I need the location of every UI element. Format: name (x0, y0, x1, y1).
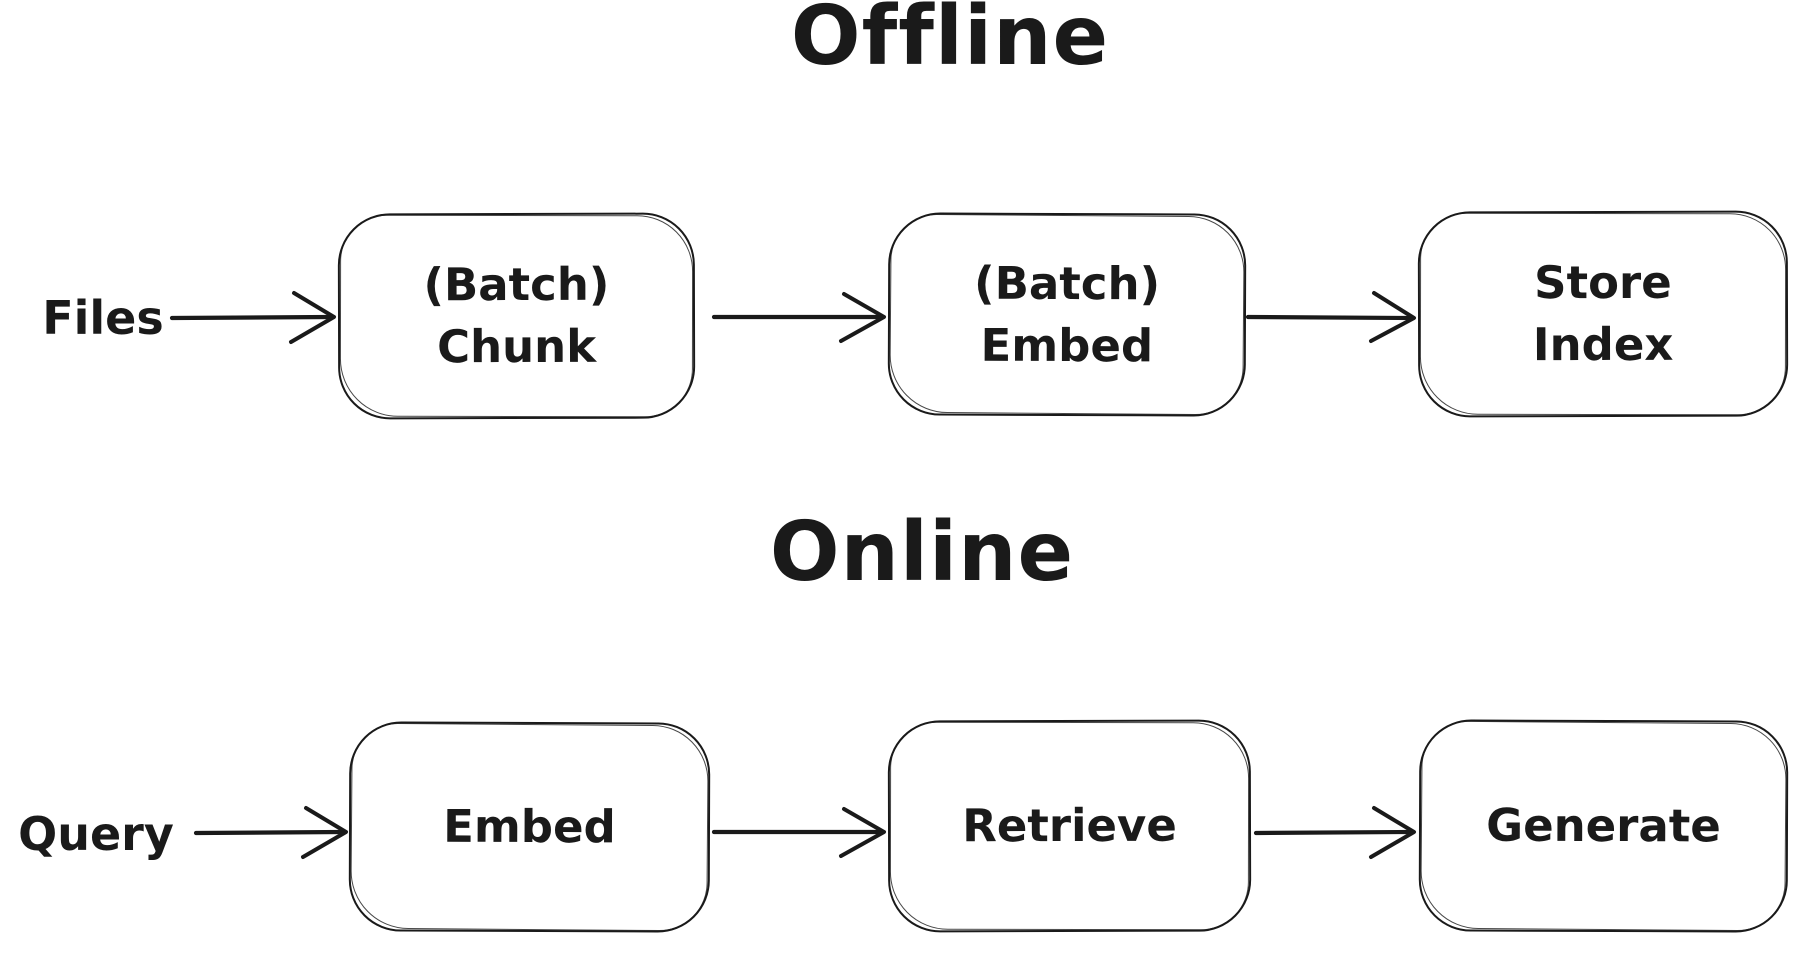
arrow-chunk-to-embed-icon (710, 282, 890, 352)
arrow-query-to-embed-icon (192, 797, 352, 867)
arrow-embed-to-store-icon (1244, 282, 1420, 352)
node-label-line: Store (1534, 255, 1672, 310)
node-retrieve: Retrieve (887, 719, 1252, 933)
node-label-line: Chunk (436, 319, 597, 374)
node-label-line: Generate (1486, 798, 1721, 853)
node-generate: Generate (1418, 719, 1789, 933)
flow-input-label-files: Files (42, 291, 164, 345)
section-title-online: Online (769, 505, 1075, 600)
node-label-line: Embed (443, 799, 616, 854)
node-embed: Embed (348, 721, 711, 933)
arrow-embed-to-retrieve-icon (710, 797, 890, 867)
section-title-offline: Offline (790, 0, 1110, 84)
arrow-files-to-chunk-icon (168, 282, 340, 352)
node-batch-embed: (Batch) Embed (887, 212, 1247, 417)
arrow-retrieve-to-generate-icon (1252, 797, 1420, 867)
node-label-line: Index (1532, 317, 1674, 372)
node-label-line: (Batch) (423, 257, 610, 312)
node-batch-chunk: (Batch) Chunk (337, 212, 696, 420)
node-label-line: Embed (980, 318, 1154, 372)
node-store-index: Store Index (1417, 210, 1789, 418)
node-label-line: Retrieve (962, 798, 1177, 853)
node-label-line: (Batch) (974, 256, 1161, 310)
flow-input-label-query: Query (18, 807, 174, 861)
